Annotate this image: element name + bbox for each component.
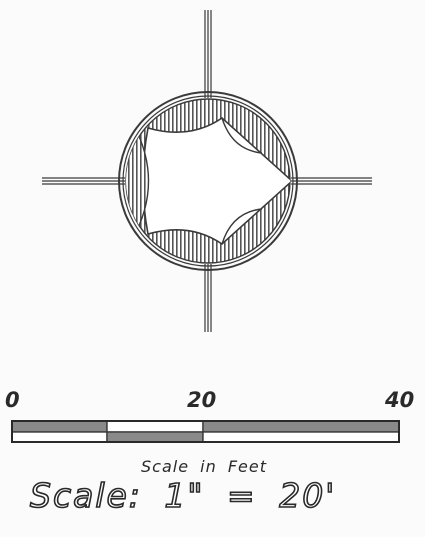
scale-caption: Scale in Feet [141,457,267,476]
north-arrow-compass-icon [42,10,372,332]
compass-crosshair [42,10,372,332]
scale-tick-label: 20 [187,388,217,412]
scale-bar-outline [11,420,400,443]
scale-statement: Scale: 1" = 20' [29,475,337,516]
scale-bar-segments [11,420,400,443]
scale-tick-label: 40 [385,388,415,412]
compass-ring [118,91,298,271]
scale-tick-label: 0 [5,388,20,412]
